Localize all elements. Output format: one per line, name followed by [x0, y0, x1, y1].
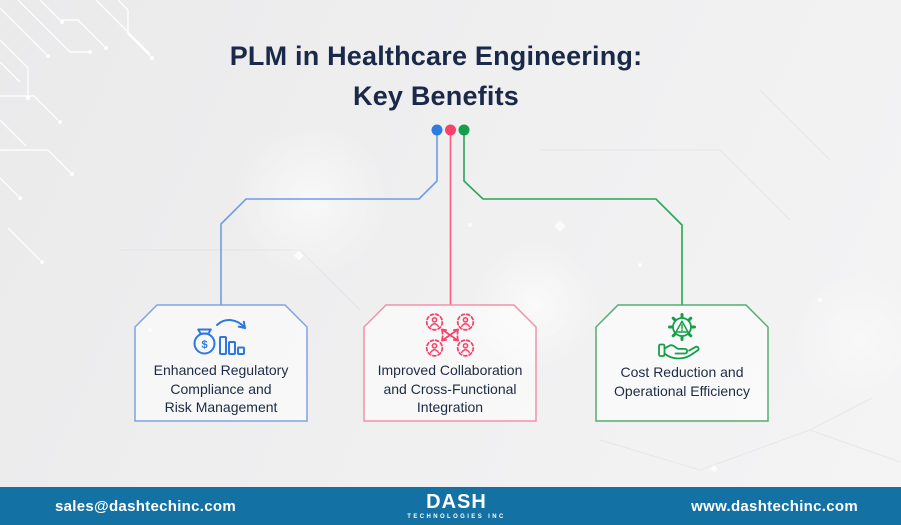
pink-dot: [445, 124, 456, 136]
green-dot: [458, 124, 470, 136]
benefit-card-regulatory-compliance: $ Enhanced Regulatory Compliance and Ris…: [135, 305, 307, 421]
benefit-line: Compliance and: [170, 380, 272, 397]
benefit-line: and Cross-Functional: [383, 380, 517, 397]
title-line-2: Key Benefits: [353, 81, 519, 111]
benefit-line: Cost Reduction and: [620, 364, 744, 380]
svg-text:$: $: [201, 339, 207, 351]
connector-line-blue: [220, 135, 438, 305]
dash-logo-wordmark: DASH: [426, 491, 487, 513]
benefit-line: Enhanced Regulatory: [153, 362, 289, 378]
benefit-line: Operational Efficiency: [614, 382, 750, 399]
footer-email[interactable]: sales@dashtechinc.com: [55, 497, 236, 515]
benefit-line: Integration: [416, 399, 484, 415]
benefit-card-outline-green: [595, 304, 769, 422]
benefit-title-regulatory-compliance: Enhanced Regulatory Compliance and Risk …: [154, 361, 289, 417]
connector-line-green: [463, 135, 683, 305]
footer-bar: sales@dashtechinc.com DASH TECHNOLOGIES …: [0, 487, 901, 525]
team-exchange-arrows-icon: [425, 313, 475, 357]
benefit-card-outline-pink: [363, 304, 537, 422]
benefit-card-collaboration: Improved Collaboration and Cross-Functio…: [364, 305, 536, 421]
benefit-card-cost-reduction: Cost Reduction and Operational Efficienc…: [596, 305, 768, 421]
blue-dot: [431, 124, 443, 136]
page-title: PLM in Healthcare Engineering: Key Benef…: [0, 36, 872, 116]
dash-logo: DASH TECHNOLOGIES INC: [407, 492, 505, 520]
dash-logo-subtext: TECHNOLOGIES INC: [407, 514, 506, 520]
title-line-1: PLM in Healthcare Engineering:: [229, 41, 643, 71]
footer-website[interactable]: www.dashtechinc.com: [691, 497, 858, 515]
benefit-line: Improved Collaboration: [377, 362, 523, 378]
money-bag-declining-chart-icon: $: [193, 319, 246, 355]
benefit-line: Risk Management: [164, 399, 278, 415]
benefit-card-outline-blue: [134, 304, 308, 422]
gear-warning-hand-icon: [658, 313, 700, 360]
benefit-title-cost-reduction: Cost Reduction and Operational Efficienc…: [614, 363, 750, 400]
benefit-title-collaboration: Improved Collaboration and Cross-Functio…: [378, 361, 523, 417]
